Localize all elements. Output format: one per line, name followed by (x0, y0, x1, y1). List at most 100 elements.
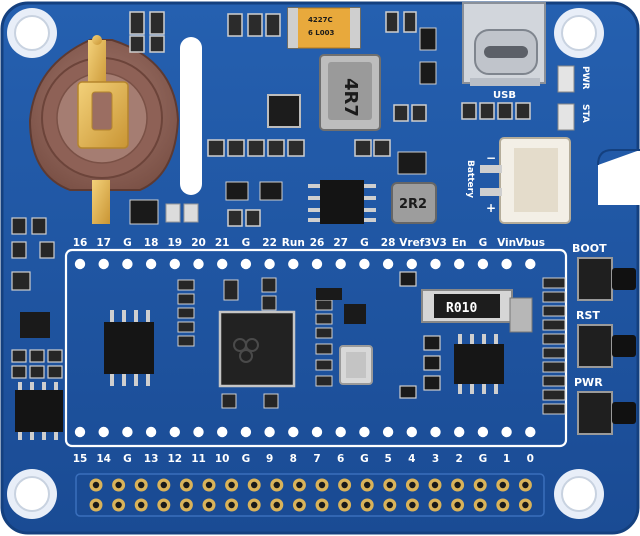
top-pin-pad (240, 258, 252, 270)
pwr-button-label: PWR (574, 376, 603, 389)
header-pin (112, 498, 126, 512)
header-pin (473, 498, 487, 512)
header-pin (157, 498, 171, 512)
bottom-pin-label: 2 (456, 453, 463, 465)
right-smd-parts (399, 271, 441, 399)
top-pin-pad (477, 258, 489, 270)
top-pin-label: 26 (310, 237, 325, 249)
battery-minus: − (486, 151, 496, 165)
header-pin (202, 498, 216, 512)
top-pin-row (74, 258, 536, 270)
header-pin (383, 498, 397, 512)
large-capacitor (509, 297, 533, 333)
top-pin-pad (98, 258, 109, 270)
top-pin-pad (264, 258, 275, 270)
bottom-pin-pad (359, 426, 370, 438)
header-pin (157, 478, 171, 492)
board-slot (180, 37, 202, 195)
header-pin (360, 498, 374, 512)
header-pin (89, 498, 103, 512)
svg-text:R010: R010 (446, 301, 477, 316)
flash-soic (104, 310, 154, 386)
header-pin (179, 498, 193, 512)
top-pin-pad (122, 258, 133, 270)
mounting-hole-tr (554, 8, 604, 58)
top-pin-pad (311, 258, 323, 270)
top-pin-pad (406, 258, 417, 270)
top-pin-pad (359, 258, 370, 270)
bottom-pin-pad (169, 426, 180, 438)
bottom-pin-label: 10 (215, 453, 230, 465)
small-transistor (316, 288, 342, 300)
bottom-pin-label: 11 (191, 453, 206, 465)
boot-button[interactable] (577, 257, 636, 301)
header-pin (496, 498, 510, 512)
header-pin (134, 478, 148, 492)
header-pin (473, 478, 487, 492)
mounting-hole-tl (7, 8, 57, 58)
top-pin-label: 21 (215, 237, 230, 249)
boot-button-label: BOOT (572, 242, 607, 255)
battery-connector (480, 137, 571, 224)
header-pin (451, 478, 465, 492)
bottom-pin-pad (525, 426, 536, 438)
header-pin (112, 478, 126, 492)
header-pin (292, 498, 306, 512)
top-pin-pad (454, 258, 465, 270)
bottom-pin-label: 9 (266, 453, 273, 465)
bottom-pin-pad (382, 426, 394, 438)
right-soic (454, 334, 504, 394)
header-pin (338, 478, 352, 492)
top-pin-pad (74, 258, 86, 270)
rst-button[interactable] (577, 324, 636, 368)
header-pin (292, 478, 306, 492)
top-pin-label: 19 (167, 237, 182, 249)
header-pin (202, 478, 216, 492)
rst-button-label: RST (576, 309, 600, 322)
bottom-pin-label: G (479, 453, 488, 465)
top-pin-pad (335, 258, 346, 270)
header-pin (225, 498, 239, 512)
pwr-button[interactable] (577, 391, 636, 435)
top-pin-label: G (242, 237, 251, 249)
sta-led-label: STA (580, 104, 590, 123)
top-pin-pad (193, 258, 204, 270)
bottom-pin-pad (74, 426, 86, 438)
header-pin (405, 478, 419, 492)
bottom-pin-label: 1 (503, 453, 510, 465)
bottom-pin-label: G (242, 453, 251, 465)
mounting-hole-br (554, 469, 604, 519)
top-pin-pad (382, 258, 394, 270)
bottom-pin-pad (264, 426, 275, 438)
top-pin-pad (145, 258, 157, 270)
top-pin-pad (217, 258, 228, 270)
top-pin-label: G (479, 237, 488, 249)
svg-text:4R7: 4R7 (340, 78, 361, 117)
header-pin (518, 478, 532, 492)
bottom-pin-label: 14 (96, 453, 111, 465)
bottom-pin-label: 0 (527, 453, 534, 465)
header-pin (496, 478, 510, 492)
header-pin (247, 478, 261, 492)
top-smd-parts (129, 11, 531, 227)
bottom-pin-pad (430, 426, 441, 438)
top-pin-label: 27 (333, 237, 348, 249)
bottom-pin-pad (122, 426, 133, 438)
inductor-4r7: 4R7 (319, 54, 381, 131)
bottom-pin-pad (501, 426, 512, 438)
bottom-pin-pad (288, 426, 299, 438)
top-pin-label: Vref (399, 237, 424, 249)
header-pin (315, 478, 329, 492)
svg-text:2R2: 2R2 (399, 197, 427, 212)
shunt-resistor-r010: R010 (421, 289, 513, 323)
top-pin-label: 20 (191, 237, 206, 249)
left-soic (15, 382, 63, 440)
top-pin-pad (288, 258, 299, 270)
bottom-pin-label: G (360, 453, 369, 465)
bottom-pin-label: 4 (408, 453, 415, 465)
top-pin-pad (430, 258, 441, 270)
header-pin (518, 498, 532, 512)
bottom-pin-pad (311, 426, 323, 438)
